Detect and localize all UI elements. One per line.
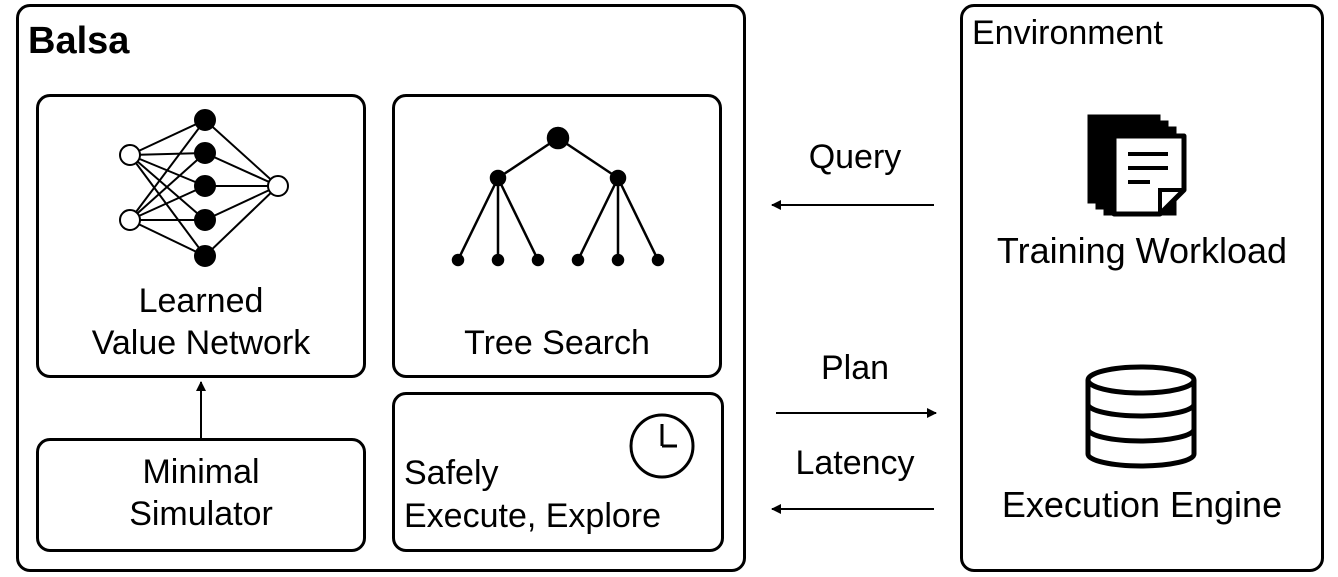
safe-exec-box <box>392 392 724 552</box>
balsa-title: Balsa <box>28 20 130 62</box>
value-network-label-line2: Value Network <box>91 324 311 362</box>
clock-icon <box>629 413 695 479</box>
tree-icon <box>451 126 665 267</box>
latency-label: Latency <box>795 444 915 482</box>
tree-search-label: Tree Search <box>464 324 650 362</box>
environment-container <box>960 4 1324 572</box>
simulator-box <box>36 438 366 552</box>
safe-exec-label-line1: Safely <box>404 454 499 492</box>
training-workload-label: Training Workload <box>996 230 1288 271</box>
query-label: Query <box>808 138 902 176</box>
database-icon <box>1085 364 1197 469</box>
environment-title: Environment <box>972 14 1163 52</box>
value-network-box <box>36 94 366 378</box>
safe-exec-label-line2: Execute, Explore <box>404 497 662 535</box>
neural-network-icon <box>119 109 289 267</box>
value-network-label-line1: Learned <box>138 282 264 320</box>
documents-icon <box>1087 114 1187 217</box>
simulator-label-line1: Minimal <box>142 453 260 491</box>
plan-label: Plan <box>820 349 890 387</box>
execution-engine-label: Execution Engine <box>1001 484 1283 525</box>
simulator-label-line2: Simulator <box>129 495 273 533</box>
